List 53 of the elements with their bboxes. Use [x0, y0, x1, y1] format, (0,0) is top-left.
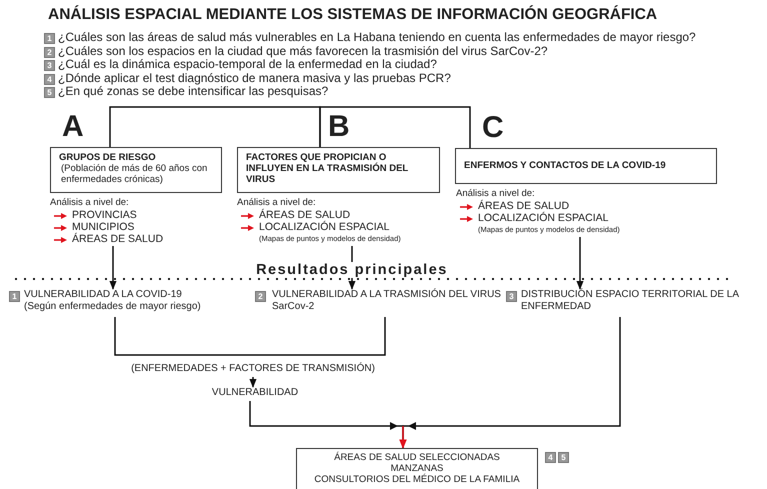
section-letter: C — [482, 113, 504, 143]
flow-text: (ENFERMEDADES + FACTORES DE TRANSMISIÓN) — [130, 363, 376, 374]
question-text: ¿Cuáles son las áreas de salud más vulnerables en La Habana teniendo en cuenta las enfermedades de mayor riesgo? — [58, 30, 696, 44]
arrow — [109, 246, 117, 290]
question-number: 5 — [44, 87, 55, 98]
analysis-heading: Análisis a nivel de: — [456, 188, 536, 200]
process-box — [455, 148, 717, 184]
question-number: 2 — [44, 46, 55, 58]
analysis-item: MUNICIPIOS — [72, 221, 134, 233]
analysis-item: ÁREAS DE SALUD — [259, 209, 350, 221]
analysis-heading: Análisis a nivel de: — [237, 197, 317, 208]
box-heading: FACTORES QUE PROPICIAN O INFLUYEN EN LA TRASMISIÓN DEL VIRUS — [246, 152, 410, 185]
analysis-item: LOCALIZACIÓN ESPACIAL — [259, 221, 390, 233]
arrow — [576, 237, 584, 290]
question-text: ¿Cuál es la dinámica espacio-temporal de la enfermedad en la ciudad? — [58, 57, 437, 71]
arrow — [399, 426, 407, 449]
result-number: 2 — [255, 291, 266, 302]
question-number: 1 — [44, 33, 55, 44]
analysis-item: ÁREAS DE SALUD — [478, 200, 570, 212]
result-number: 1 — [9, 291, 20, 302]
box-description: (Población de más de 60 años con enfermedades crónicas) — [60, 163, 208, 185]
result-number: 5 — [558, 452, 569, 463]
process-box — [296, 448, 538, 489]
analysis-heading: Análisis a nivel de: — [50, 197, 130, 209]
result-number: 4 — [545, 452, 556, 463]
analysis-item: PROVINCIAS — [72, 209, 137, 221]
analysis-item: ÁREAS DE SALUD — [72, 233, 164, 245]
flow-text: VULNERABILIDAD — [210, 387, 300, 398]
result-text: DISTRIBUCIÓN ESPACIO TERRITORIAL DE LA ENFERMEDAD — [521, 289, 740, 313]
connector-line — [109, 106, 321, 147]
result-text: VULNERABILIDAD A LA COVID-19 — [24, 289, 183, 301]
question-text: ¿Cuáles son los espacios en la ciudad que más favorecen la trasmisión del virus SarCov-2? — [58, 44, 548, 58]
question-number: 4 — [44, 74, 55, 84]
title: ANÁLISIS ESPACIAL MEDIANTE LOS SISTEMAS DE INFORMACIÓN GEOGRÁFICA — [48, 6, 658, 24]
box-heading: ENFERMOS Y CONTACTOS DE LA COVID-19 — [464, 160, 667, 171]
connector-line — [114, 317, 386, 356]
process-box — [237, 147, 440, 193]
process-box — [50, 147, 222, 193]
box-heading: GRUPOS DE RIESGO — [59, 152, 157, 163]
question-text: ¿Dónde aplicar el test diagnóstico de manera masiva y las pruebas PCR? — [58, 70, 451, 84]
question-number: 3 — [44, 60, 55, 71]
box-item: ÁREAS DE SALUD SELECCIONADAS — [333, 452, 501, 463]
connector-line — [319, 106, 471, 148]
arrow — [249, 377, 257, 388]
result-text: VULNERABILIDAD A LA TRASMISIÓN DEL VIRUS SarCov-2 — [272, 289, 502, 313]
question-text: ¿En qué zonas se debe intensificar las pesquisas? — [58, 84, 328, 98]
box-item: MANZANAS — [390, 463, 444, 474]
section-letter: B — [328, 112, 350, 142]
result-note: (Según enfermedades de mayor riesgo) — [24, 301, 202, 313]
section-letter: A — [62, 112, 84, 142]
box-item: CONSULTORIOS DEL MÉDICO DE LA FAMILIA — [313, 474, 521, 485]
analysis-item: LOCALIZACIÓN ESPACIAL — [478, 212, 609, 224]
result-number: 3 — [506, 291, 517, 302]
